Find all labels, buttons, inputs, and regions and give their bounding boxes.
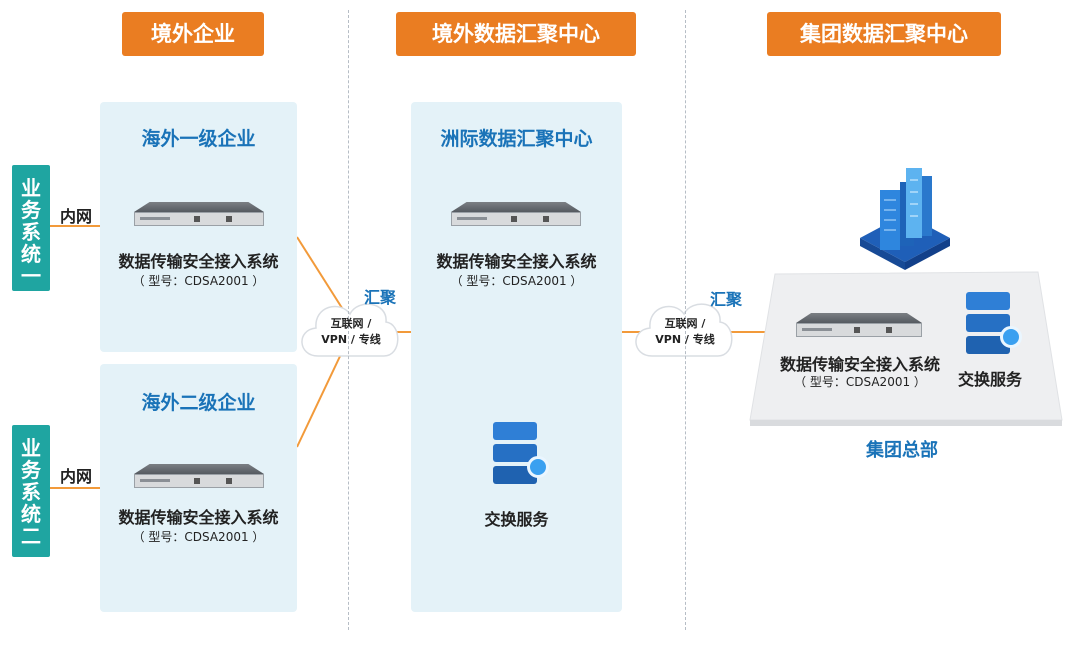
cloud-icon (635, 303, 733, 357)
intranet-label-1: 内网 (60, 207, 93, 226)
business-system-2-char: 务 (21, 458, 41, 482)
panel-level1-title: 海外一级企业 (141, 128, 256, 150)
device-name: 数据传输安全接入系统 (118, 508, 279, 527)
server-appliance-icon (451, 202, 581, 226)
header-overseas-data-center: 境外数据汇聚中心 (396, 12, 636, 56)
device-name: 数据传输安全接入系统 (779, 355, 940, 374)
device-model: （ 型号：CDSA2001 ） (132, 274, 265, 288)
panel-continental-center: 洲际数据汇聚中心 数据传输安全接入系统 （ 型号：CDSA2001 ） 交换服务 (411, 102, 622, 612)
server-stack-icon (489, 422, 549, 492)
link-level1-cloud (296, 236, 343, 309)
business-system-1: 业 务 系 统 一 (12, 165, 50, 291)
server-appliance-icon (134, 202, 264, 226)
panel-level1-enterprise: 海外一级企业 数据传输安全接入系统 （ 型号：CDSA2001 ） (100, 102, 297, 352)
business-system-1-char: 务 (21, 198, 41, 222)
panel-continental-title: 洲际数据汇聚中心 (440, 128, 593, 150)
cloud-line1: 互联网 / (664, 317, 706, 330)
business-system-2-char: 统 (21, 502, 41, 526)
panel-level2-title: 海外二级企业 (141, 392, 256, 414)
server-appliance-icon (796, 313, 922, 337)
device-model: （ 型号：CDSA2001 ） (794, 375, 926, 389)
cloud-line1: 互联网 / (330, 317, 372, 330)
device-name: 数据传输安全接入系统 (436, 252, 597, 271)
business-system-2: 业 务 系 统 二 (12, 425, 50, 557)
column-divider (348, 10, 349, 630)
intranet-label-2: 内网 (60, 467, 93, 486)
aggregate-label-2: 汇聚 (710, 290, 743, 309)
device-model: （ 型号：CDSA2001 ） (132, 530, 265, 544)
device-model: （ 型号：CDSA2001 ） (450, 274, 583, 288)
cloud-label-2: 互联网 / VPN / 专线 (640, 316, 730, 348)
header-group-data-center: 集团数据汇聚中心 (767, 12, 1001, 56)
business-system-1-char: 统 (21, 242, 41, 266)
server-stack-icon (962, 292, 1022, 362)
business-system-2-char: 系 (21, 480, 41, 504)
link-level2-cloud (296, 351, 343, 448)
business-system-1-char: 一 (21, 264, 41, 288)
business-system-2-char: 二 (21, 524, 41, 548)
header-overseas-enterprise: 境外企业 (122, 12, 264, 56)
business-system-1-char: 系 (21, 220, 41, 244)
aggregate-label-1: 汇聚 (364, 288, 397, 307)
building-icon (860, 168, 950, 270)
column-divider (685, 10, 686, 630)
device-name: 数据传输安全接入系统 (118, 252, 279, 271)
cloud-line2: VPN / 专线 (321, 333, 381, 346)
exchange-service-label: 交换服务 (957, 370, 1022, 389)
panel-level2-enterprise: 海外二级企业 数据传输安全接入系统 （ 型号：CDSA2001 ） (100, 364, 297, 612)
cloud-line2: VPN / 专线 (655, 333, 715, 346)
cloud-icon (301, 303, 399, 357)
cloud-label-1: 互联网 / VPN / 专线 (306, 316, 396, 348)
hq-label: 集团总部 (866, 440, 938, 461)
business-system-1-char: 业 (21, 176, 41, 200)
business-system-2-char: 业 (21, 436, 41, 460)
exchange-service-label: 交换服务 (484, 510, 549, 529)
server-appliance-icon (134, 464, 264, 488)
